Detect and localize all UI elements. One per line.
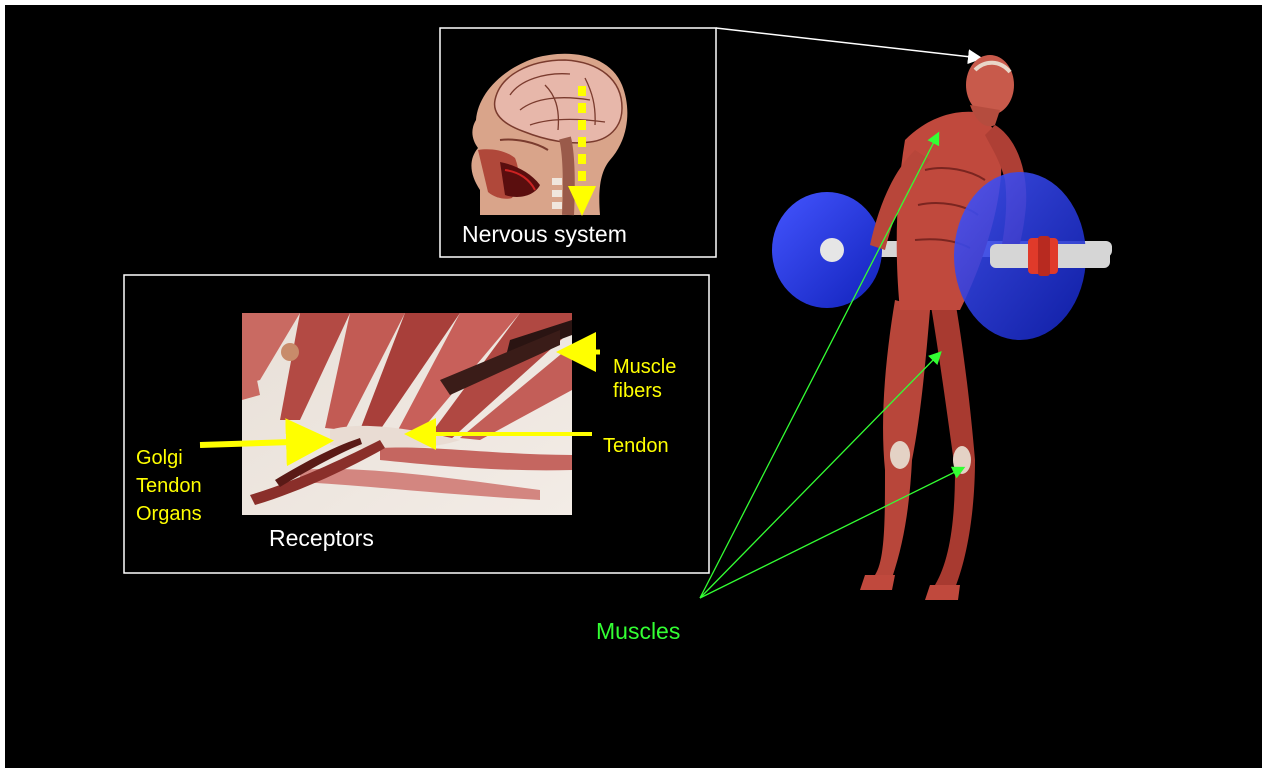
muscles-label: Muscles — [596, 618, 680, 646]
golgi-label-line-1: Golgi — [136, 444, 202, 472]
tendon-label: Tendon — [603, 434, 669, 458]
muscular-figure-icon — [772, 55, 1112, 600]
golgi-tendon-organs-label: Golgi Tendon Organs — [136, 444, 202, 528]
head-pointer-arrow — [716, 28, 980, 58]
golgi-label-line-2: Tendon — [136, 472, 202, 500]
receptors-caption: Receptors — [269, 525, 374, 551]
muscle-tissue-icon — [242, 313, 572, 515]
nervous-system-caption: Nervous system — [462, 221, 627, 247]
golgi-arrow — [200, 441, 322, 445]
muscle-fibers-label-line-1: Muscle — [613, 355, 676, 379]
head-cross-section-icon — [471, 54, 627, 216]
muscles-arrow-calf — [700, 468, 963, 598]
golgi-label-line-3: Organs — [136, 500, 202, 528]
muscle-fibers-label: Muscle fibers — [613, 355, 676, 403]
muscle-fibers-label-line-2: fibers — [613, 379, 676, 403]
